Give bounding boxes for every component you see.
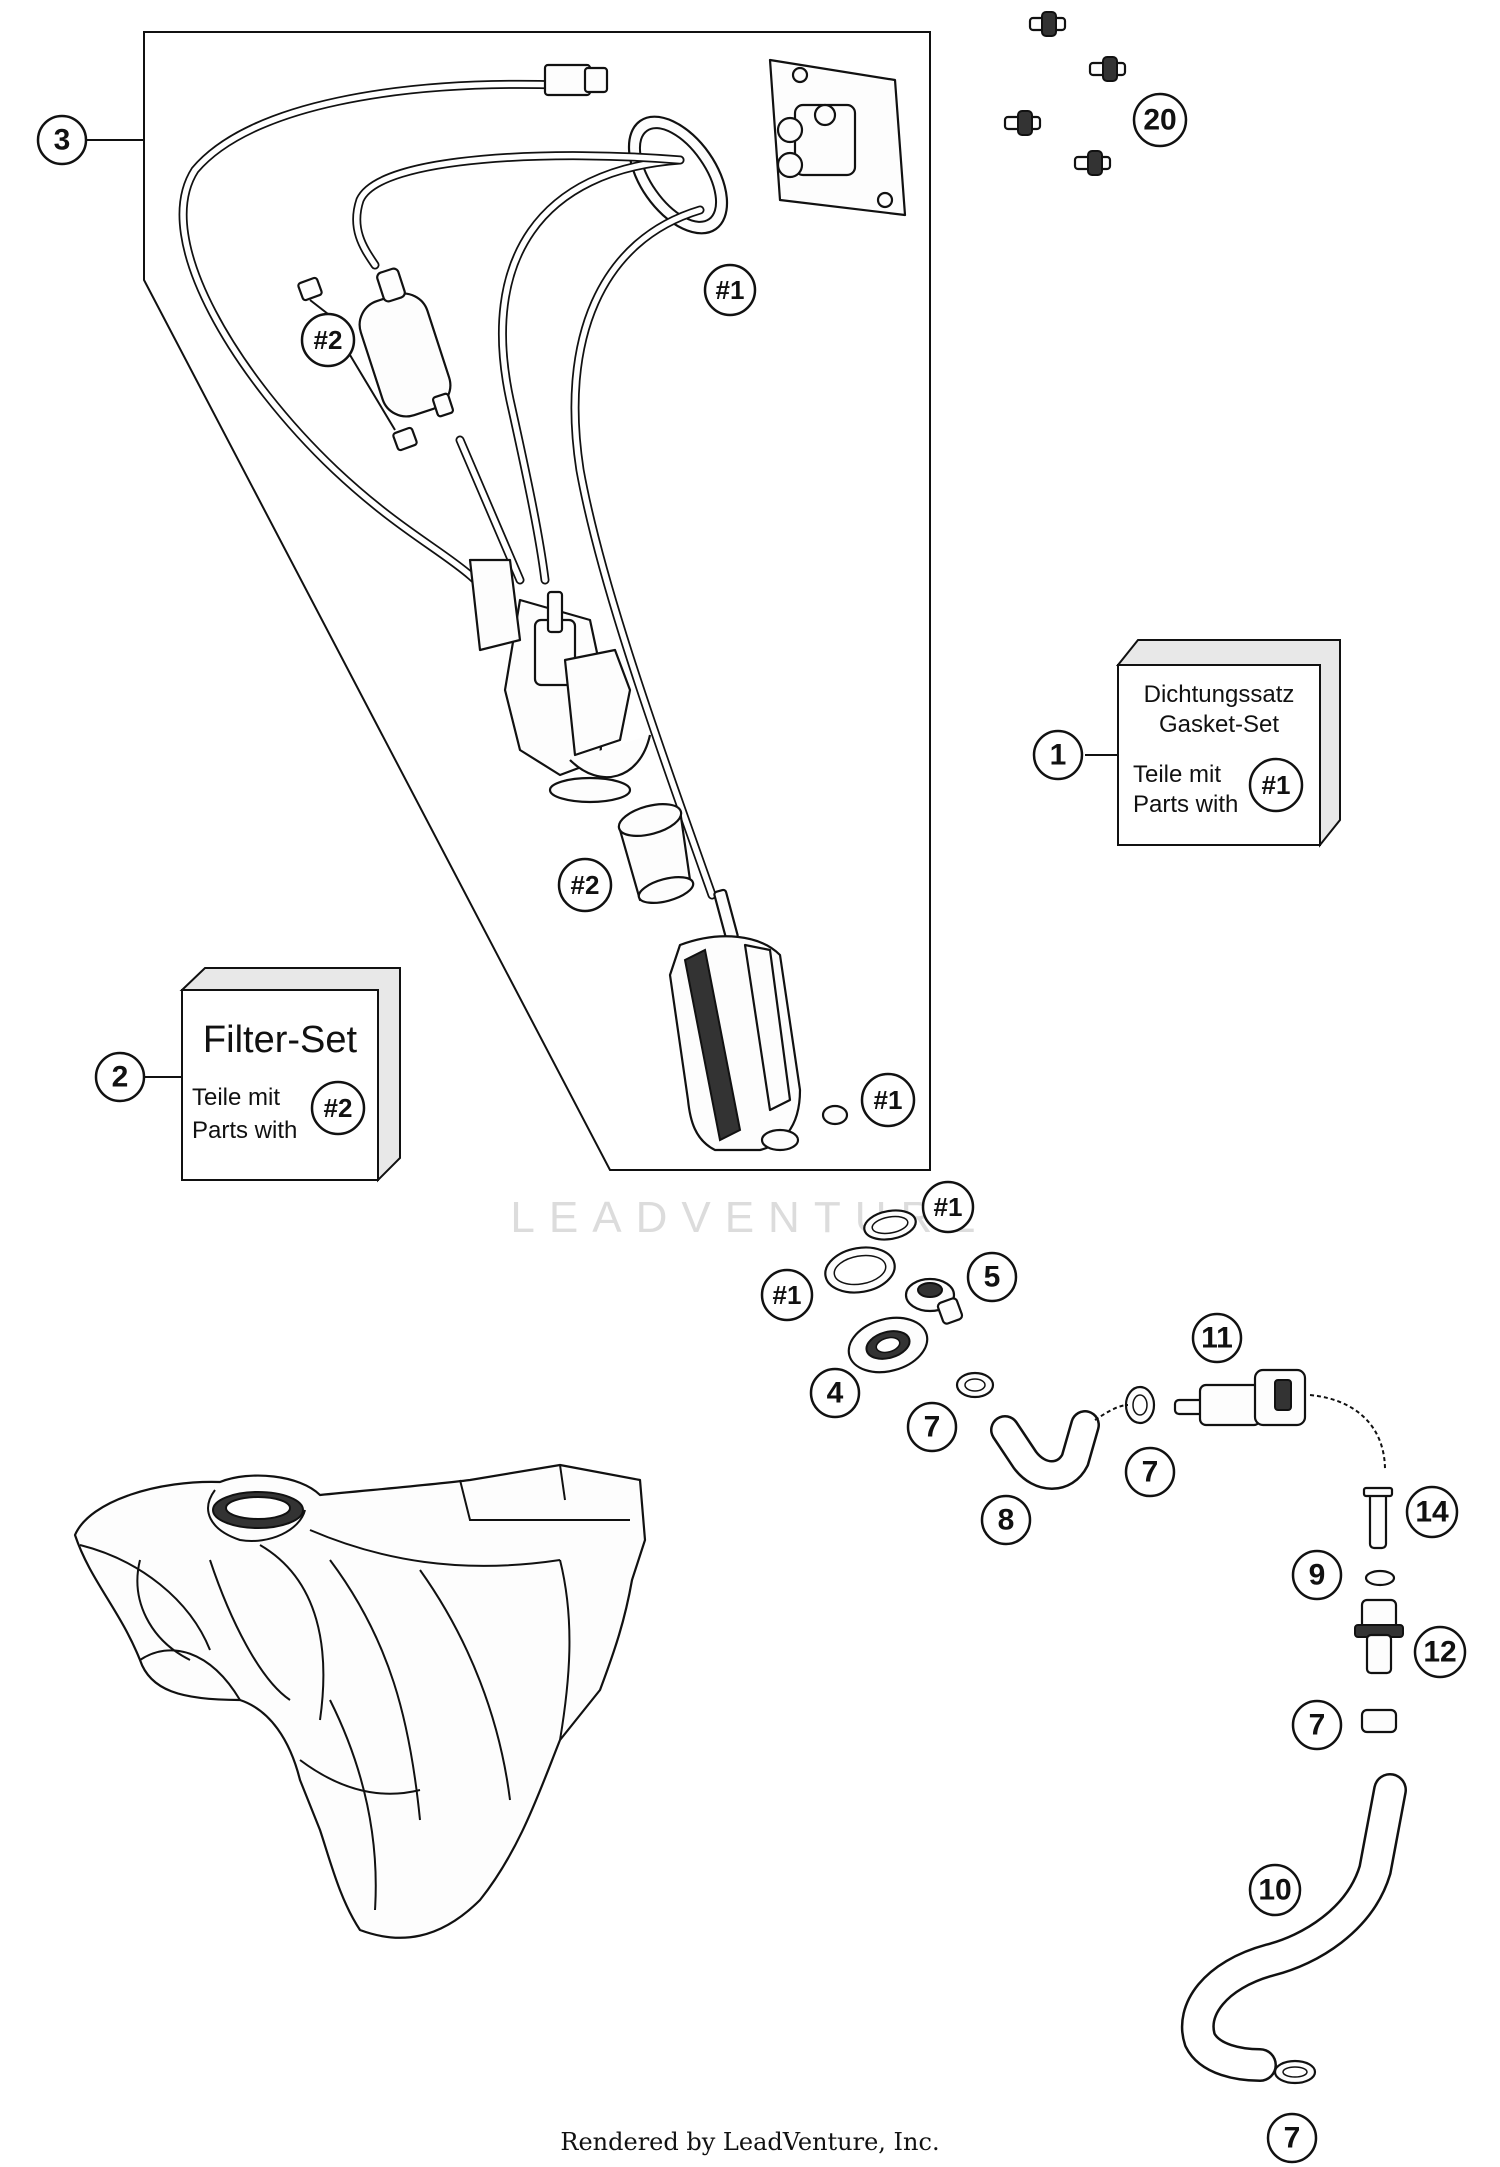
screw-a xyxy=(1028,11,1067,37)
svg-text:Dichtungssatz: Dichtungssatz xyxy=(1144,681,1295,708)
screw-c xyxy=(1003,110,1042,136)
fuel-filter xyxy=(297,267,455,452)
svg-text:14: 14 xyxy=(1415,1496,1449,1529)
callout-8: 8 xyxy=(980,1494,1032,1546)
assembly-3-frame xyxy=(143,31,931,1171)
seal-ring-small xyxy=(863,1209,917,1241)
callout-3: 3 xyxy=(36,114,88,166)
svg-text:7: 7 xyxy=(1142,1456,1159,1489)
callout-7-a: 7 xyxy=(906,1401,958,1453)
part-5-grommet xyxy=(904,1277,964,1325)
svg-text:Teile mit: Teile mit xyxy=(1133,761,1221,788)
svg-text:Parts with: Parts with xyxy=(192,1117,297,1144)
footer-credit: Rendered by LeadVenture, Inc. xyxy=(560,2128,939,2156)
flange-seal-ring xyxy=(627,115,729,235)
callout-h2-strainer: #2 xyxy=(557,857,613,913)
svg-text:#1: #1 xyxy=(1262,770,1291,800)
svg-text:Teile mit: Teile mit xyxy=(192,1084,280,1111)
callout-h2-filter: #2 xyxy=(300,299,396,431)
svg-text:10: 10 xyxy=(1258,1874,1291,1907)
pump-holder xyxy=(468,558,652,804)
callout-7-c: 7 xyxy=(1291,1699,1343,1751)
svg-text:#2: #2 xyxy=(324,1093,353,1123)
strainer-sleeve xyxy=(617,803,695,904)
part-8-elbow-hose xyxy=(990,1404,1129,1490)
svg-text:Filter-Set: Filter-Set xyxy=(203,1019,358,1061)
callout-20: 20 xyxy=(1132,92,1188,148)
svg-text:1: 1 xyxy=(1050,739,1067,772)
svg-text:7: 7 xyxy=(1284,2122,1301,2155)
svg-text:#2: #2 xyxy=(571,870,600,900)
fuel-pump xyxy=(668,888,849,1152)
hose-clamp-a xyxy=(955,1371,995,1399)
hose-clamp-b xyxy=(1124,1385,1156,1425)
svg-text:4: 4 xyxy=(827,1377,844,1410)
part-12-hose-nipple xyxy=(1354,1598,1404,1675)
svg-text:#1: #1 xyxy=(716,275,745,305)
fuel-tank xyxy=(73,1463,647,1939)
part-14-pin xyxy=(1362,1486,1394,1550)
callout-9: 9 xyxy=(1291,1549,1343,1601)
svg-text:12: 12 xyxy=(1423,1636,1456,1669)
callout-1: 1 xyxy=(1032,729,1084,781)
svg-text:5: 5 xyxy=(984,1261,1001,1294)
svg-text:11: 11 xyxy=(1201,1322,1233,1355)
svg-text:2: 2 xyxy=(112,1061,129,1094)
callout-h1-oring: #1 xyxy=(760,1268,814,1322)
connector-plug xyxy=(543,63,592,97)
svg-text:#2: #2 xyxy=(314,325,343,355)
screw-b xyxy=(1088,56,1127,82)
svg-text:9: 9 xyxy=(1309,1559,1326,1592)
pump-flange xyxy=(768,58,907,217)
svg-text:7: 7 xyxy=(924,1411,941,1444)
svg-text:#1: #1 xyxy=(934,1192,963,1222)
filter-set-box: Filter-Set Teile mit Parts with #2 xyxy=(179,967,401,1183)
callout-7-b: 7 xyxy=(1124,1446,1176,1498)
seal-ring-large xyxy=(824,1246,896,1294)
callout-2: 2 xyxy=(94,1051,146,1103)
internal-fuel-hoses xyxy=(352,151,717,900)
gasket-set-box: Dichtungssatz Gasket-Set Teile mit Parts… xyxy=(1115,639,1341,848)
callout-h1-top: #1 xyxy=(703,263,757,317)
svg-text:7: 7 xyxy=(1309,1709,1326,1742)
callout-h1-ring: #1 xyxy=(921,1180,975,1234)
svg-text:Parts with: Parts with xyxy=(1133,791,1238,818)
svg-text:3: 3 xyxy=(54,124,71,157)
svg-text:#1: #1 xyxy=(874,1085,903,1115)
svg-text:#1: #1 xyxy=(773,1280,802,1310)
screw-d xyxy=(1073,150,1112,176)
callout-11: 11 xyxy=(1191,1312,1243,1364)
part-11-quick-connector xyxy=(1173,1368,1307,1427)
part-9-oring xyxy=(1364,1569,1396,1587)
callout-14: 14 xyxy=(1405,1485,1459,1539)
part-10-hose xyxy=(1180,1773,1407,2082)
callout-12: 12 xyxy=(1413,1625,1467,1679)
callout-5: 5 xyxy=(966,1251,1018,1303)
hose-clamp-d xyxy=(1273,2059,1317,2085)
screws-20 xyxy=(1003,11,1127,176)
watermark: LEADVENTURE xyxy=(510,1193,989,1242)
part-4-seal-plate xyxy=(847,1316,929,1374)
callout-4: 4 xyxy=(809,1367,861,1419)
fuel-pump-wiring xyxy=(178,63,609,615)
svg-text:8: 8 xyxy=(998,1504,1015,1537)
svg-text:20: 20 xyxy=(1143,104,1176,137)
callout-7-d: 7 xyxy=(1266,2112,1318,2164)
callout-10: 10 xyxy=(1248,1863,1302,1917)
callout-h1-pump: #1 xyxy=(860,1072,916,1128)
hose-clamp-c xyxy=(1360,1708,1398,1734)
svg-text:Gasket-Set: Gasket-Set xyxy=(1159,711,1279,738)
connector-leader xyxy=(1309,1394,1386,1471)
